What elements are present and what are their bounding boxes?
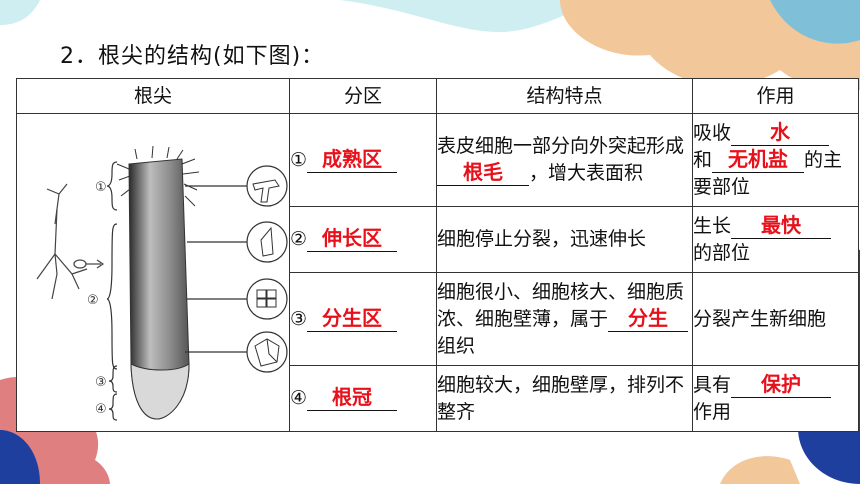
feature-cell: 细胞较大，细胞壁厚，排列不整齐 <box>436 365 693 432</box>
feature-text: ，增大表面积 <box>529 162 644 184</box>
answer-meristem: 分生 <box>628 305 669 330</box>
function-text: 作用 <box>693 400 732 423</box>
answer-fastest: 最快 <box>761 212 802 237</box>
zone-marker: ① <box>290 148 308 171</box>
answer-protection: 保护 <box>761 371 802 396</box>
zone-marker: ② <box>290 228 308 250</box>
function-text: 的部位 <box>693 241 751 264</box>
feature-text: 细胞很小、细胞核大、细胞质浓、细胞壁薄，属于 <box>437 280 685 330</box>
zone-cell: ④ 根冠 <box>289 365 437 432</box>
feature-cell: 表皮细胞一部分向外突起形成根毛 ，增大表面积 <box>436 113 693 207</box>
answer-zone: 根冠 <box>332 385 373 409</box>
zone-cell: ③ 分生区 <box>289 272 437 366</box>
function-text: 的主要部位 <box>693 148 843 198</box>
header-root-tip: 根尖 <box>16 78 290 114</box>
header-function: 作用 <box>692 78 859 114</box>
feature-text: 表皮细胞一部分向外突起形成 <box>437 135 685 157</box>
function-cell: 分裂产生新细胞 <box>692 272 859 366</box>
answer-minerals: 无机盐 <box>728 146 789 171</box>
answer-root-hair: 根毛 <box>463 160 503 184</box>
root-tip-illustration: ① ② ③ ④ <box>36 145 288 421</box>
feature-text: 组织 <box>437 334 476 357</box>
function-cell: 具有 保护作用 <box>692 365 859 432</box>
function-text: 和 <box>693 148 713 171</box>
diagram-label-4: ④ <box>95 402 107 417</box>
zone-cell: ② 伸长区 <box>289 206 437 273</box>
feature-cell: 细胞很小、细胞核大、细胞质浓、细胞壁薄，属于分生组织 <box>436 272 693 366</box>
function-cell: 吸收 水和无机盐的主要部位 <box>692 113 859 207</box>
root-tip-table: 根尖 分区 结构特点 作用 <box>16 78 859 432</box>
answer-zone: 分生区 <box>322 305 383 330</box>
answer-water: 水 <box>770 119 791 144</box>
header-feature: 结构特点 <box>436 78 693 114</box>
zone-marker: ④ <box>290 387 308 409</box>
zone-marker: ③ <box>290 307 308 330</box>
diagram-label-2: ② <box>87 293 99 308</box>
function-text: 具有 <box>693 373 732 396</box>
answer-zone: 伸长区 <box>322 226 383 250</box>
feature-cell: 细胞停止分裂，迅速伸长 <box>436 206 693 273</box>
table-row: ③ 分生区 细胞很小、细胞核大、细胞质浓、细胞壁薄，属于分生组织 分裂产生新细胞 <box>17 272 859 366</box>
zone-cell: ① 成熟区 <box>289 113 437 207</box>
header-zone: 分区 <box>289 78 437 114</box>
function-text: 生长 <box>693 214 732 237</box>
function-text: 吸收 <box>693 121 732 144</box>
answer-zone: 成熟区 <box>322 146 383 171</box>
table-row: ② 伸长区 细胞停止分裂，迅速伸长 生长 最快的部位 <box>17 206 859 273</box>
diagram-label-3: ③ <box>95 375 107 390</box>
table-row: ① ② ③ ④ ① 成熟区 表皮细胞一部分向外突起形成根毛 ，增大表面积 吸收 水和无… <box>16 113 859 432</box>
diagram-label-1: ① <box>95 180 107 195</box>
table-row: ④ 根冠 细胞较大，细胞壁厚，排列不整齐 具有 保护作用 <box>17 365 859 432</box>
function-cell: 生长 最快的部位 <box>692 206 859 273</box>
root-tip-diagram: ① ② ③ ④ <box>16 113 290 432</box>
table-header-row: 根尖 分区 结构特点 作用 <box>16 78 859 114</box>
section-title: 2．根尖的结构(如下图)： <box>60 44 325 69</box>
